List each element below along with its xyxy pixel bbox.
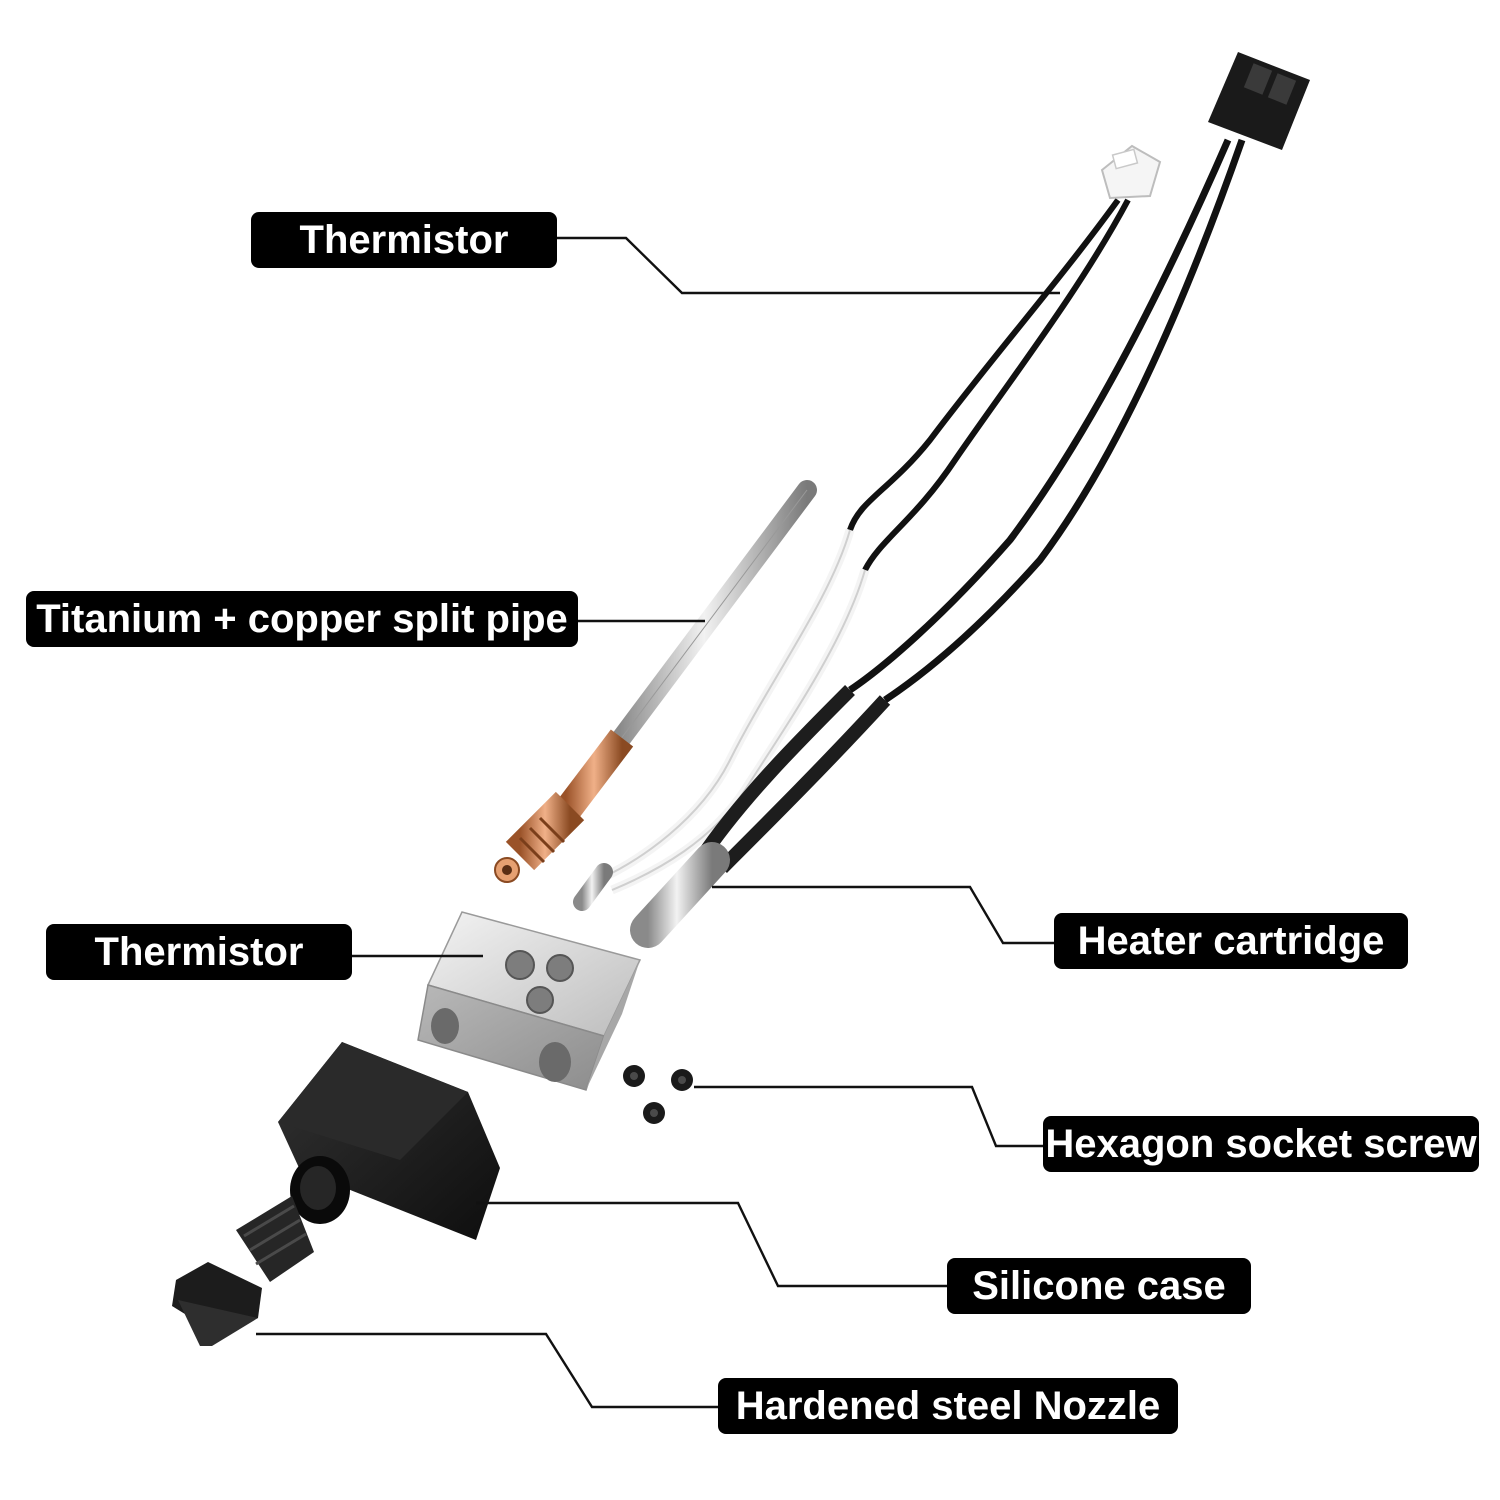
nozzle-part (172, 1196, 314, 1346)
thermistor-probe-part (573, 863, 613, 911)
heater-wires (694, 138, 1246, 873)
label-thermistor-block: Thermistor (46, 924, 352, 980)
label-heater-cartridge: Heater cartridge (1054, 913, 1408, 969)
thermistor-connector (1100, 144, 1162, 200)
split-pipe-part (494, 480, 817, 883)
heater-block-part (417, 911, 642, 1091)
heater-connector (1208, 52, 1310, 150)
leader-nozzle (256, 1332, 720, 1409)
leader-thermistor-top (555, 236, 1060, 295)
label-nozzle: Hardened steel Nozzle (718, 1378, 1178, 1434)
silicone-case-part (278, 1042, 500, 1240)
label-silicone-case: Silicone case (947, 1258, 1251, 1314)
thermistor-wires (600, 198, 1131, 895)
label-thermistor-top: Thermistor (251, 212, 557, 268)
leader-lines (256, 236, 1060, 1409)
heater-cartridge-part (630, 842, 730, 948)
label-split-pipe: Titanium + copper split pipe (26, 591, 578, 647)
leader-hex-screw (694, 1085, 1045, 1148)
leader-heater-cartridge (712, 885, 1057, 945)
label-hex-screw: Hexagon socket screw (1043, 1116, 1479, 1172)
hex-screws-part (623, 1065, 693, 1124)
leader-silicone-case (476, 1201, 950, 1288)
